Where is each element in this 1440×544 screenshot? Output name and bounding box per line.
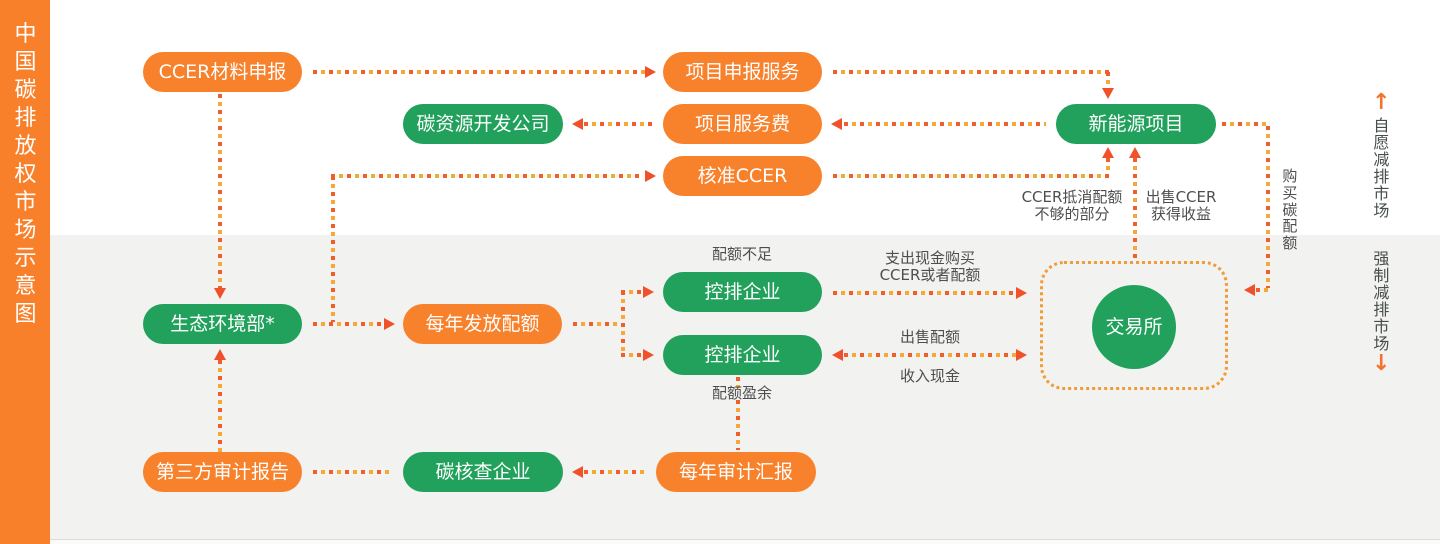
arrowhead-right-icon	[645, 170, 656, 182]
dotted-line	[844, 353, 1016, 357]
node-carbon-verify: 碳核查企业	[403, 452, 563, 492]
dotted-line	[584, 122, 653, 126]
label-sell-ccer: 出售CCER 获得收益	[1121, 189, 1241, 223]
dotted-line	[621, 290, 643, 294]
dotted-line	[1256, 288, 1268, 292]
dotted-line	[621, 353, 643, 357]
label-receive-cash: 收入现金	[899, 367, 960, 385]
node-env-ministry: 生态环境部*	[143, 304, 302, 344]
dotted-line	[1133, 158, 1137, 260]
label-pay-cash-line1: 支出现金购买	[884, 249, 975, 267]
exchange-dashed-box	[1040, 261, 1228, 390]
dotted-line	[736, 377, 740, 388]
node-carbon-dev-company: 碳资源开发公司	[403, 104, 563, 144]
node-exchange: 交易所	[1092, 285, 1176, 369]
diagram-title: 中国碳排放权市场示意图	[14, 22, 37, 327]
arrowhead-down-icon	[1102, 88, 1114, 99]
dotted-line	[313, 322, 384, 326]
arrowhead-right-icon	[643, 349, 654, 361]
node-approved-ccer: 核准CCER	[663, 156, 822, 196]
dotted-line	[833, 291, 1016, 295]
node-ccer-material: CCER材料申报	[143, 52, 302, 92]
arrowhead-left-icon	[572, 466, 583, 478]
label-pay-cash: 支出现金购买 CCER或者配额	[850, 250, 1010, 284]
voluntary-market-label: 自愿减排市场	[1373, 116, 1390, 220]
label-ccer-offset-line1: CCER抵消配额	[1021, 188, 1123, 206]
arrowhead-down-icon	[214, 288, 226, 299]
label-sell-ccer-line1: 出售CCER	[1145, 188, 1217, 206]
dotted-line	[218, 94, 222, 288]
label-quota-short: 配额不足	[711, 245, 772, 263]
label-quota-surplus: 配额盈余	[711, 384, 772, 402]
dotted-line	[833, 70, 1110, 74]
dotted-line	[844, 122, 1046, 126]
arrowhead-right-icon	[643, 286, 654, 298]
dotted-line	[218, 360, 222, 452]
up-arrow-icon: ↑	[1372, 90, 1391, 115]
arrowhead-left-icon	[572, 118, 583, 130]
dotted-line	[1222, 122, 1270, 126]
label-ccer-offset-line2: 不够的部分	[1034, 205, 1110, 223]
arrowhead-left-icon	[831, 118, 842, 130]
dotted-line	[833, 174, 1110, 178]
dotted-line	[1266, 126, 1270, 288]
arrowhead-up-icon	[214, 349, 226, 360]
node-third-party-report: 第三方审计报告	[143, 452, 302, 492]
arrowhead-up-icon	[1129, 147, 1141, 158]
dotted-line	[1106, 158, 1110, 174]
down-arrow-icon: ↓	[1372, 351, 1391, 376]
node-project-declare: 项目申报服务	[663, 52, 822, 92]
dotted-line	[736, 400, 740, 450]
arrowhead-up-icon	[1102, 147, 1114, 158]
node-controlled-company-2: 控排企业	[663, 335, 822, 375]
node-annual-quota: 每年发放配额	[403, 304, 562, 344]
node-controlled-company-1: 控排企业	[663, 272, 822, 312]
label-sell-ccer-line2: 获得收益	[1150, 205, 1211, 223]
bottom-strip	[50, 539, 1440, 544]
arrowhead-right-icon	[1016, 349, 1027, 361]
arrowhead-left-icon	[1244, 284, 1255, 296]
node-new-energy: 新能源项目	[1056, 104, 1216, 144]
dotted-line	[313, 470, 392, 474]
sidebar: 中国碳排放权市场示意图	[0, 0, 50, 544]
label-pay-cash-line2: CCER或者配额	[879, 266, 981, 284]
arrowhead-right-icon	[645, 66, 656, 78]
dotted-line	[331, 176, 335, 322]
mandatory-market-label: 强制减排市场	[1373, 249, 1390, 353]
arrowhead-right-icon	[384, 318, 395, 330]
label-buy-quota: 购买碳配额	[1282, 167, 1298, 253]
dotted-line	[313, 70, 645, 74]
arrowhead-right-icon	[1016, 287, 1027, 299]
dotted-line	[573, 322, 621, 326]
dotted-line	[584, 470, 648, 474]
dotted-line	[1106, 72, 1110, 88]
dotted-line	[331, 174, 643, 178]
label-sell-quota: 出售配额	[899, 328, 960, 346]
node-annual-audit: 每年审计汇报	[656, 452, 816, 492]
dotted-line	[621, 291, 625, 357]
label-ccer-offset: CCER抵消配额 不够的部分	[992, 189, 1152, 223]
node-project-fee: 项目服务费	[663, 104, 822, 144]
arrowhead-left-icon	[832, 349, 843, 361]
